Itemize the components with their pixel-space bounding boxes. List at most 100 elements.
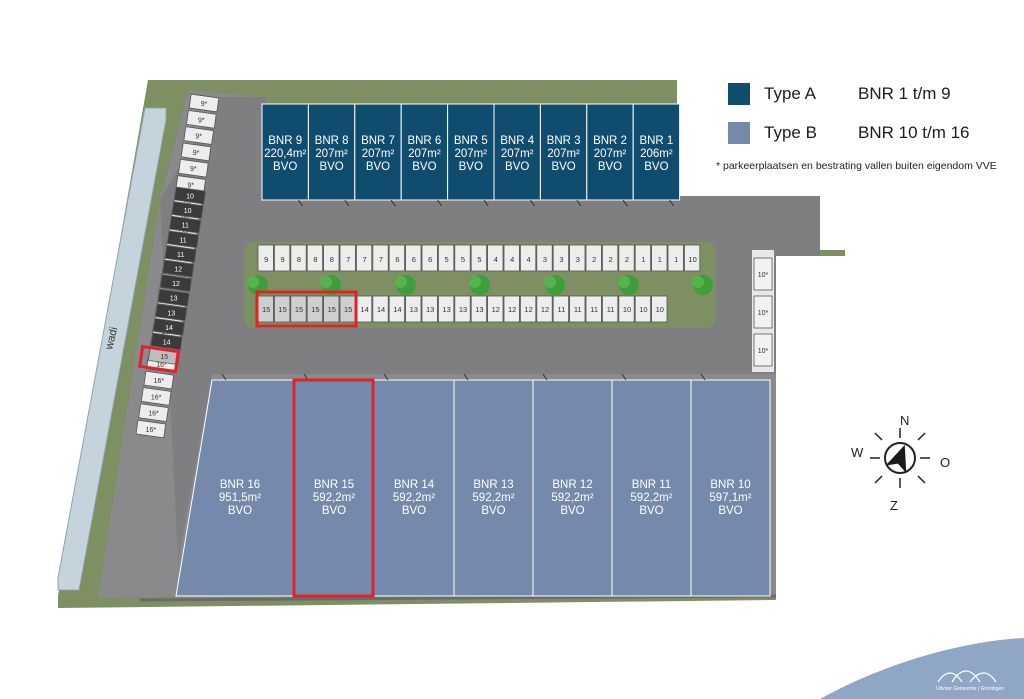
unit-bvo-label: BVO [459,161,483,173]
parking-space-label: 7 [363,255,367,264]
parking-space-label: 5 [461,255,465,264]
parking-space-label: 10* [758,348,769,355]
unit-bvo-label: BVO [718,505,742,517]
parking-space [569,295,586,323]
parking-space [454,244,471,272]
parking-space-label: 9* [190,166,197,173]
parking-space [355,244,373,272]
parking-space-label: 15 [311,305,319,314]
unit-bvo-label: BVO [639,505,663,517]
parking-space-label: 3 [559,255,563,264]
parking-space [273,244,291,272]
unit-name: BNR 1 [639,135,673,147]
parking-space-label: 9 [264,255,268,264]
parking-space-label: 2 [592,255,596,264]
parking-space [552,244,570,272]
unit-bvo-label: BVO [412,161,436,173]
parking-space-label: 6 [412,255,416,264]
parking-space-outer: 16* [138,403,169,423]
parking-space-label: 10 [184,208,192,215]
unit-area: 951,5m² [219,492,261,504]
tree-icon [618,275,639,295]
parking-space [173,186,207,205]
parking-space-inner: 11 [164,244,197,263]
unit-area: 220,4m² [264,148,306,160]
parking-space-label: 16* [183,199,194,206]
parking-space-label: 13 [170,296,178,303]
parking-space [602,244,619,272]
parking-space-label: 10 [639,305,647,314]
tree-highlight [469,276,481,288]
parking-space-label: 3 [543,255,547,264]
door-marker [576,199,582,207]
parking-space-label: 9* [201,101,208,108]
door-marker [700,373,706,381]
parking-space [520,244,537,272]
parking-space-label: 16* [146,427,157,434]
unit-bvo-label: BVO [273,161,297,173]
highlight-bnr-15 [292,378,375,598]
tree-icon [469,275,490,295]
parking-space-label: 15 [344,305,352,314]
unit-area: 207m² [594,148,627,160]
parking-space-label: 16* [154,378,165,385]
parking-space-label: 8 [297,255,301,264]
parking-space-label: 12 [541,305,549,314]
door-marker [437,199,443,207]
parking-space-label: 13 [442,305,450,314]
unit-name: BNR 7 [361,135,395,147]
wadi-label: wadi [103,326,120,352]
parking-space-label: 12 [172,281,180,288]
parking-space [323,244,340,272]
unit-bvo-label: BVO [644,161,668,173]
parking-space-label: 15 [295,305,303,314]
compass-n-label: N [900,413,910,428]
parking-space [405,295,422,323]
parking-space-label: 2 [609,255,613,264]
parking-space-label: 15 [262,305,270,314]
unit-area: 207m² [501,148,534,160]
unit-block [493,103,541,201]
parking-space-label: 5 [445,255,449,264]
unit-bvo-label: BVO [319,161,343,173]
parking-space [684,244,701,272]
parking-space-label: 9* [195,134,202,141]
unit-block [373,379,455,597]
tree-icon [692,275,713,295]
parking-space [602,295,619,323]
parking-space-inner: 13 [157,288,190,307]
parking-space-label: 2 [625,255,629,264]
unit-area: 207m² [315,148,348,160]
compass-icon [870,428,930,488]
parking-space [667,244,684,272]
parking-space-inner: 12 [159,274,193,293]
parking-space [585,295,602,323]
parking-space [753,295,773,329]
legend-label-type-b: Type B [764,123,817,142]
parking-space [487,244,504,272]
unit-area: 207m² [454,148,487,160]
parking-space [753,333,773,367]
unit-name: BNR 12 [552,479,592,491]
compass-o-label: O [940,455,951,470]
parking-space [171,201,204,220]
parking-space [437,244,455,272]
parking-space-label: 10 [656,305,664,314]
parking-space-label: 4 [494,255,498,264]
parking-space-label: 10* [758,310,769,317]
parking-space-label: 9* [198,117,205,124]
parking-space-label: 12 [492,305,500,314]
tree-icon [320,275,341,295]
door-marker [529,199,535,207]
unit-block [453,379,534,597]
parking-space [520,295,537,323]
parking-space [138,403,169,423]
